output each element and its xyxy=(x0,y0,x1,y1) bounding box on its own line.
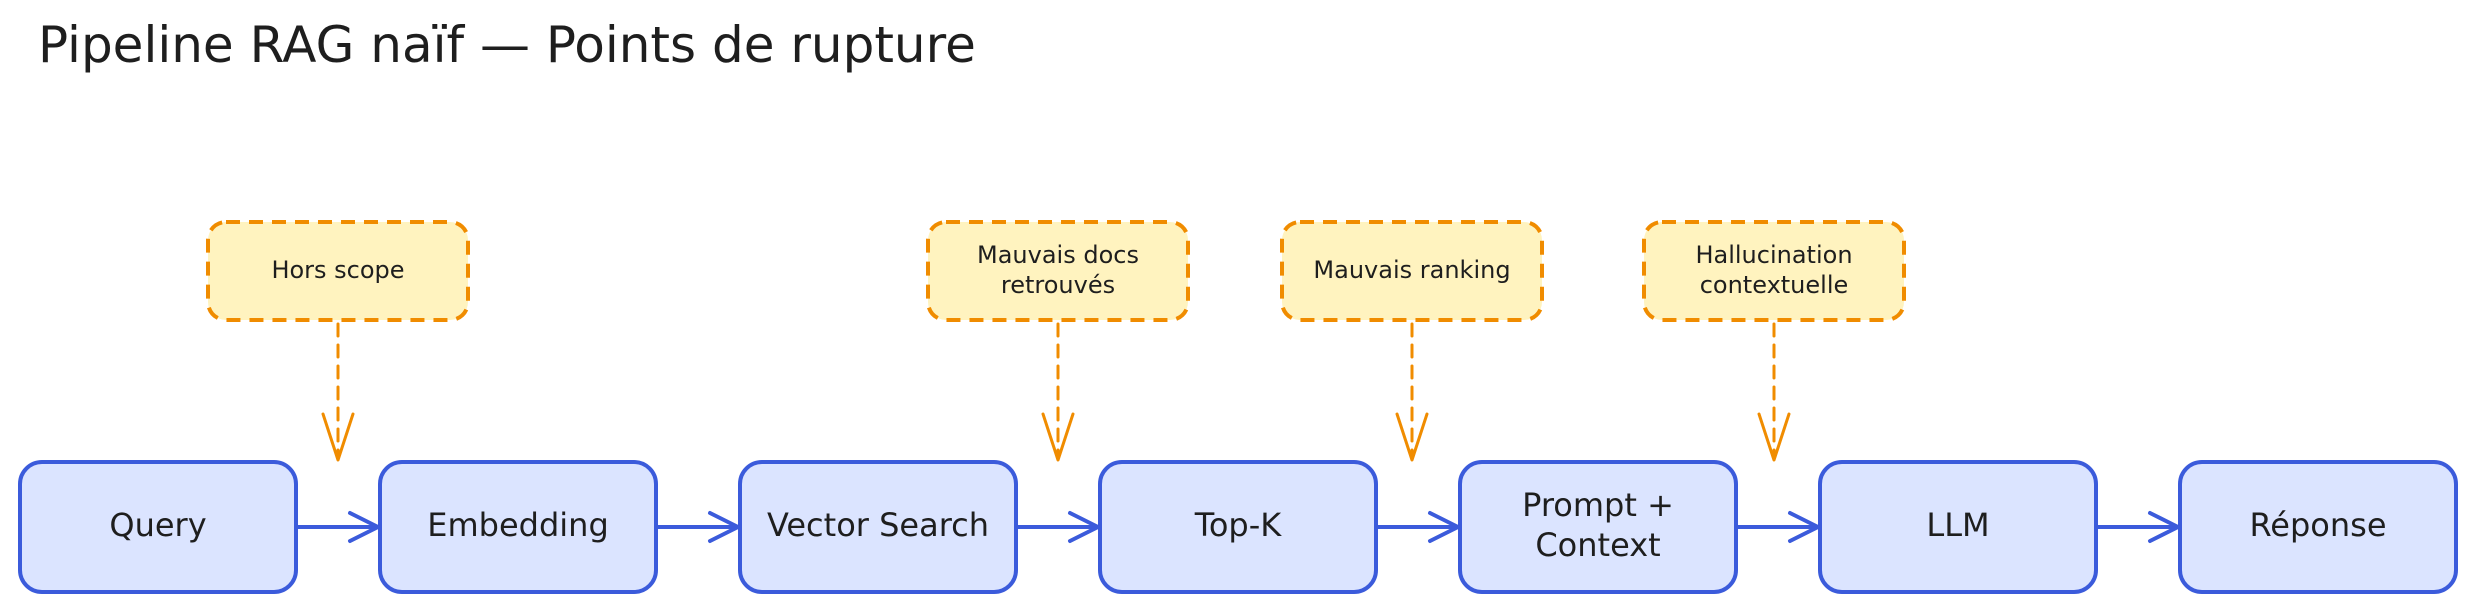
failure-box xyxy=(1642,220,1906,322)
flow-arrow xyxy=(1014,511,1100,543)
flow-arrow xyxy=(2094,511,2180,543)
step-label: Context xyxy=(1535,526,1660,564)
failure-arrow xyxy=(1041,322,1075,462)
step-label: Top-K xyxy=(1194,506,1283,544)
failure-arrows xyxy=(321,322,1791,462)
step-query: Query xyxy=(18,460,298,594)
step-vector-search: Vector Search xyxy=(738,460,1018,594)
step-label: LLM xyxy=(1926,506,1989,544)
step-box xyxy=(1458,460,1738,594)
step-box xyxy=(1818,460,2098,594)
arrow-head xyxy=(321,412,355,462)
step-box xyxy=(2178,460,2458,594)
arrow-head xyxy=(1041,412,1075,462)
step-reponse: Réponse xyxy=(2178,460,2458,594)
failure-arrow xyxy=(1757,322,1791,462)
failure-box xyxy=(1280,220,1544,322)
failure-label: Mauvais ranking xyxy=(1313,256,1510,284)
arrow-head xyxy=(1757,412,1791,462)
step-label: Réponse xyxy=(2249,506,2386,544)
step-box xyxy=(18,460,298,594)
step-label: Query xyxy=(109,506,206,544)
step-prompt-context: Prompt +Context xyxy=(1458,460,1738,594)
failure-label: retrouvés xyxy=(1001,271,1115,299)
step-top-k: Top-K xyxy=(1098,460,1378,594)
arrow-head xyxy=(1395,412,1429,462)
step-label: Prompt + xyxy=(1522,486,1674,524)
step-box xyxy=(378,460,658,594)
step-label: Vector Search xyxy=(767,506,989,544)
failure-mauvais-ranking: Mauvais ranking xyxy=(1280,220,1544,322)
flow-arrow xyxy=(294,511,380,543)
failure-box xyxy=(206,220,470,322)
failure-hors-scope: Hors scope xyxy=(206,220,470,322)
step-llm: LLM xyxy=(1818,460,2098,594)
failure-arrow xyxy=(321,322,355,462)
flow-arrow xyxy=(654,511,740,543)
failure-box xyxy=(926,220,1190,322)
failure-label: Hors scope xyxy=(271,256,404,284)
step-box xyxy=(1098,460,1378,594)
step-label: Embedding xyxy=(427,506,609,544)
pipeline-steps: Query Embedding Vector Search Top-K Prompt +… xyxy=(18,460,2458,594)
step-box xyxy=(738,460,1018,594)
failure-label: Mauvais docs xyxy=(977,241,1139,269)
flow-arrow xyxy=(1734,511,1820,543)
failure-arrow xyxy=(1395,322,1429,462)
flow-arrow xyxy=(1374,511,1460,543)
failure-label: contextuelle xyxy=(1700,271,1849,299)
step-embedding: Embedding xyxy=(378,460,658,594)
failure-label: Hallucination xyxy=(1695,241,1852,269)
diagram-title: Pipeline RAG naïf — Points de rupture xyxy=(38,16,976,74)
